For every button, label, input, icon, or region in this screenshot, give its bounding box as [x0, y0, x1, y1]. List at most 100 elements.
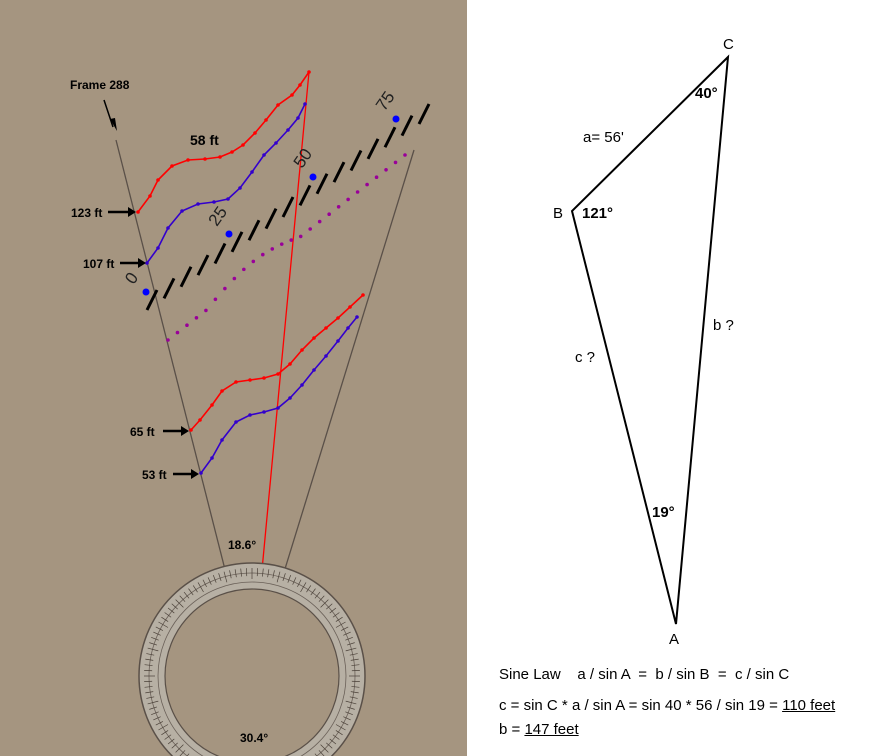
curve-sample-dot: [276, 372, 280, 376]
scale-tick: [366, 138, 380, 160]
distance-label-65: 65 ft: [130, 425, 155, 439]
protractor-tick: [153, 716, 161, 721]
scale-marker-0: [142, 288, 150, 296]
protractor-tick: [164, 612, 172, 618]
protractor-tick: [218, 573, 222, 582]
protractor-tick: [350, 658, 359, 661]
scale-marker-75: [392, 115, 400, 123]
angle-b-label: 121°: [582, 205, 613, 222]
curve-sample-dot: [212, 200, 216, 204]
scale-tick: [213, 242, 227, 265]
protractor-tick: [167, 607, 175, 614]
protractor-tick: [262, 568, 264, 577]
curve-sample-dot: [186, 158, 190, 162]
b-equation: b =: [499, 721, 525, 738]
protractor-tick: [349, 653, 358, 656]
curve-sample-dot: [312, 368, 316, 372]
protractor-tick: [335, 621, 346, 628]
protractor-tick: [272, 570, 275, 579]
curve-sample-dot: [336, 316, 340, 320]
protractor-tick: [320, 744, 329, 753]
protractor-tick: [188, 588, 194, 596]
protractor-tick: [147, 647, 159, 652]
protractor-tick: [171, 603, 178, 610]
distance-label-107: 107 ft: [83, 257, 114, 271]
curve-sample-dot: [210, 403, 214, 407]
protractor-tick: [240, 568, 242, 577]
protractor-tick: [314, 753, 318, 756]
far-edge-curve-upper: [146, 103, 306, 264]
curve-sample-dots: [136, 70, 365, 475]
scale-dot: [346, 197, 350, 202]
side-c-label: c ?: [575, 349, 595, 366]
protractor-tick: [149, 642, 158, 646]
triangle: [570, 54, 730, 625]
distance-scale-ticks: [145, 103, 431, 311]
scale-dot: [194, 316, 199, 320]
curve-sample-dot: [298, 83, 302, 87]
curve-sample-dot: [220, 438, 224, 442]
vertex-c-label: C: [723, 36, 734, 53]
protractor-tick: [175, 599, 184, 608]
curve-sample-dot: [248, 378, 252, 382]
scale-tick: [145, 289, 159, 311]
curve-sample-dot: [276, 103, 280, 107]
curve-sample-dot: [148, 194, 152, 198]
protractor-tick: [318, 750, 325, 756]
protractor-tick: [171, 742, 178, 749]
scale-dot: [393, 160, 398, 165]
angle-bottom-label: 30.4°: [240, 731, 268, 745]
curve-sample-dot: [276, 406, 280, 410]
protractor-tick: [351, 664, 360, 666]
scale-dot: [242, 267, 246, 272]
protractor-tick: [145, 691, 154, 694]
protractor-tick: [175, 744, 184, 753]
scale-tick: [349, 149, 363, 172]
protractor-tick: [153, 631, 161, 636]
protractor-tick: [329, 738, 337, 745]
distance-scale-dots: [166, 153, 407, 342]
scale-dot: [204, 308, 208, 313]
protractor-tick: [164, 734, 172, 740]
protractor-tick: [282, 573, 286, 582]
curve-sample-dot: [250, 170, 254, 174]
scale-dot: [289, 238, 294, 242]
protractor-tick: [146, 653, 155, 656]
curve-sample-dot: [288, 362, 292, 366]
scale-dot: [166, 338, 170, 342]
curve-sample-dot: [226, 197, 230, 201]
protractor-tick: [346, 642, 355, 646]
sine-law-title: Sine Law: [499, 666, 561, 683]
protractor-tick: [345, 636, 353, 641]
protractor-tick: [223, 571, 228, 583]
protractor-tick: [161, 616, 169, 622]
distance-arrow-head-53: [191, 469, 199, 479]
curve-sample-dot: [303, 102, 307, 106]
scale-dot: [213, 297, 218, 302]
protractor-tick: [335, 730, 343, 736]
protractor-tick: [145, 658, 154, 661]
protractor-tick: [310, 588, 316, 596]
scale-dot: [175, 330, 180, 335]
distance-arrow-head-123: [128, 207, 136, 217]
scale-dot: [298, 234, 303, 239]
distance-arrow-head-65: [181, 426, 189, 436]
scale-tick: [417, 103, 431, 125]
sine-law-equation: a / sin A = b / sin B = c / sin C: [577, 666, 790, 683]
protractor-tick: [202, 579, 207, 588]
c-equation: c = sin C * a / sin A = sin 40 * 56 / si…: [499, 697, 783, 714]
protractor-tick: [147, 700, 159, 705]
curve-sample-dot: [199, 471, 203, 475]
curve-sample-dot: [238, 186, 242, 190]
protractor-tick: [306, 585, 312, 593]
protractor-tick: [332, 734, 340, 740]
curve-sample-dot: [241, 143, 245, 147]
protractor-tick: [326, 603, 333, 610]
protractor-tick: [161, 730, 169, 736]
protractor-tick: [345, 700, 357, 705]
protractor-tick: [351, 686, 360, 688]
vertex-b-label: B: [553, 205, 563, 222]
frame-pointer-head: [110, 118, 117, 131]
curve-sample-dot: [262, 153, 266, 157]
curve-sample-dot: [300, 348, 304, 352]
